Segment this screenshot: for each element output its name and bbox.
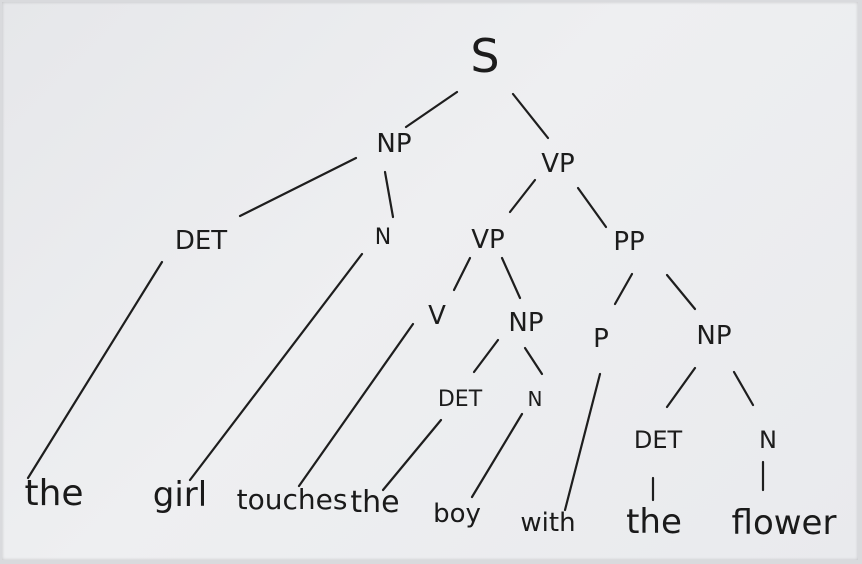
node-p: P <box>593 324 609 354</box>
word-the-2: the <box>350 485 399 520</box>
edge-np1-n1 <box>383 170 395 219</box>
node-det-object: DET <box>438 387 483 412</box>
sentence-words: the girl touches the boy with the flower <box>24 473 836 543</box>
node-pp: PP <box>613 227 644 257</box>
node-vp-inner: VP <box>471 225 504 255</box>
edge-pp-p <box>613 272 634 306</box>
node-np-object: NP <box>508 308 543 338</box>
edge-det1-w1 <box>26 260 164 480</box>
word-touches: touches <box>237 483 348 516</box>
node-v: V <box>428 301 446 331</box>
node-det-subject: DET <box>175 226 227 256</box>
edge-p-w6 <box>563 372 602 512</box>
edge-s-np1 <box>404 90 459 129</box>
node-n-subject: N <box>375 225 391 250</box>
edge-pp-np3 <box>665 273 697 311</box>
word-flower: flower <box>732 503 837 543</box>
node-np-subject: NP <box>376 129 411 159</box>
edge-np2-det2 <box>472 338 500 374</box>
edge-np3-n3 <box>732 370 755 407</box>
node-det-pp: DET <box>634 426 683 454</box>
edge-n2-w5 <box>470 412 524 499</box>
word-the-1: the <box>24 473 83 514</box>
edge-det2-w4 <box>381 418 443 492</box>
node-n-object: N <box>528 387 543 411</box>
word-the-3: the <box>626 502 682 542</box>
edge-s-vp1 <box>511 92 550 140</box>
edge-v-w3 <box>297 322 415 488</box>
edge-vp2-np2 <box>500 256 522 300</box>
edge-vp2-v <box>452 256 472 292</box>
word-boy: boy <box>433 499 481 529</box>
node-s: S <box>470 29 499 83</box>
node-vp-top: VP <box>541 149 574 179</box>
node-n-pp: N <box>759 426 777 454</box>
word-girl: girl <box>153 475 207 515</box>
edge-np1-det1 <box>238 156 358 218</box>
tree-nodes: S NP VP DET N VP PP V NP P NP DET N DET … <box>175 29 777 454</box>
edge-np3-det3 <box>665 366 697 409</box>
word-with: with <box>520 508 575 538</box>
tree-edges <box>26 90 765 512</box>
edge-vp1-vp2 <box>508 178 537 214</box>
edge-np2-n2 <box>523 346 544 376</box>
node-np-pp: NP <box>696 321 731 351</box>
edge-vp1-pp <box>576 186 608 229</box>
edge-n1-w2 <box>188 252 364 482</box>
